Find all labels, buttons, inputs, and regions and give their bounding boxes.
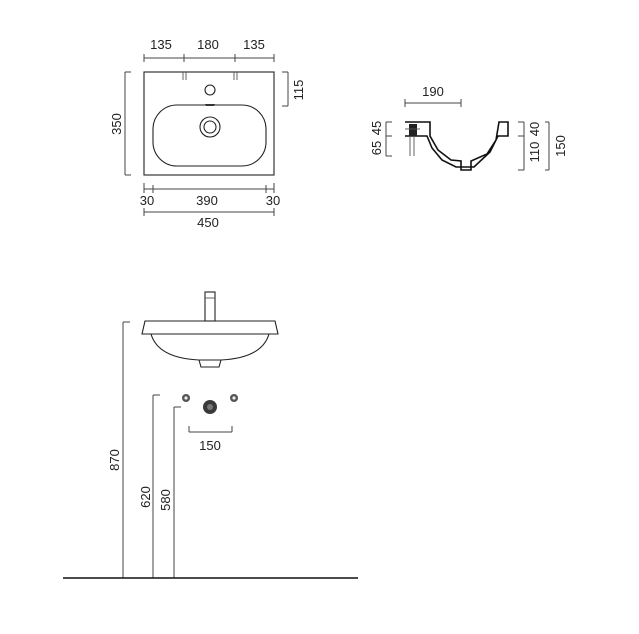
depth-dimension: 350 bbox=[109, 71, 131, 176]
height-dimension-580: 580 bbox=[158, 406, 181, 578]
drain-outer bbox=[199, 116, 221, 138]
section-width-dimension: 190 bbox=[404, 84, 462, 107]
dim-110: 110 bbox=[527, 142, 542, 163]
dim-190: 190 bbox=[422, 84, 444, 99]
dim-390: 390 bbox=[196, 193, 218, 208]
dim-350: 350 bbox=[109, 113, 124, 135]
height-dimension-870: 870 bbox=[107, 321, 130, 578]
basin-bowl-front bbox=[150, 333, 270, 361]
basin-rim-front bbox=[141, 320, 279, 335]
drain-inner bbox=[203, 120, 217, 134]
bottom-dimension-chain: 30 390 30 450 bbox=[140, 183, 280, 230]
tap-hole bbox=[204, 84, 216, 96]
dim-45: 45 bbox=[369, 121, 384, 135]
section-left-heights: 65 45 bbox=[369, 121, 392, 157]
top-dimension-chain: 135 180 135 bbox=[143, 37, 275, 62]
top-view: 135 180 135 350 115 bbox=[109, 37, 306, 230]
dim-580: 580 bbox=[158, 489, 173, 511]
section-view: 190 65 45 110 40 150 bbox=[369, 84, 568, 171]
dim-30-left: 30 bbox=[140, 193, 154, 208]
dim-150-height: 150 bbox=[553, 135, 568, 157]
dim-450: 450 bbox=[197, 215, 219, 230]
dim-65: 65 bbox=[369, 141, 384, 155]
tap-body-section bbox=[409, 124, 417, 136]
dim-115: 115 bbox=[291, 80, 306, 101]
tap-offset-dimension: 115 bbox=[282, 71, 306, 107]
dim-40: 40 bbox=[527, 122, 542, 136]
front-view: 150 870 620 580 bbox=[63, 291, 358, 579]
dim-180: 180 bbox=[197, 37, 219, 52]
tap-spout bbox=[204, 291, 216, 322]
dim-135-right: 135 bbox=[243, 37, 265, 52]
basin-outline-top bbox=[143, 71, 275, 176]
tap-spacing-dimension: 150 bbox=[188, 426, 233, 453]
section-right-heights: 110 40 150 bbox=[518, 121, 568, 171]
height-dimension-620: 620 bbox=[138, 394, 160, 578]
section-profile bbox=[405, 121, 509, 171]
dim-150-spacing: 150 bbox=[199, 438, 221, 453]
waste-outlet-front bbox=[198, 359, 222, 368]
dim-870: 870 bbox=[107, 449, 122, 471]
dim-135-left: 135 bbox=[150, 37, 172, 52]
dim-30-right: 30 bbox=[266, 193, 280, 208]
dim-620: 620 bbox=[138, 486, 153, 508]
bowl-outline-top bbox=[152, 104, 267, 167]
